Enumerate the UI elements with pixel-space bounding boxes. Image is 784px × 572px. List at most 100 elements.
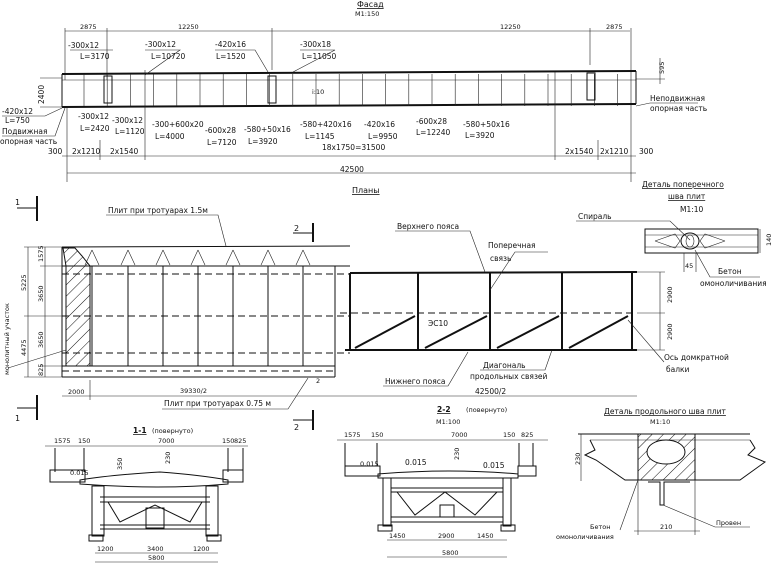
dim-2x1540-right: 2x1540 [565, 147, 594, 156]
plate-length: L=11050 [302, 52, 337, 61]
section-2-scale: М1:100 [436, 418, 460, 426]
dim-150: 150 [78, 437, 90, 445]
top-chord [61, 70, 637, 75]
dim-5800: 5800 [442, 549, 459, 557]
dim-825: 825 [234, 437, 246, 445]
channel-label: ЭС10 [428, 319, 448, 328]
plate-label: -420x16 [215, 40, 246, 49]
movable-bearing-label-2: опорная часть [0, 137, 57, 146]
dim-2900-top: 2900 [666, 286, 674, 303]
dim-7000: 7000 [158, 437, 175, 445]
dim-2900: 2900 [438, 532, 455, 540]
spiral-label: Спираль [578, 212, 612, 221]
facade-title: Фасад [357, 0, 384, 9]
dim-3650-bottom: 3650 [37, 331, 45, 348]
slope-label: 0.015 [483, 461, 505, 470]
plate-label: -420x16 [364, 120, 395, 129]
section-2-note: (повернуто) [466, 406, 507, 414]
plate-length: L=2420 [80, 124, 110, 133]
detail-longitudinal-joint: Деталь продольного шва плит М1:10 230 21… [556, 407, 767, 541]
section-mark-1-bottom: 1 [15, 414, 20, 423]
jack-axis-label-2: балки [666, 365, 690, 374]
plate-length: L=1145 [305, 132, 335, 141]
truss-diagonal [568, 315, 629, 349]
slab-rib [197, 249, 206, 266]
truss-members [349, 273, 633, 350]
dim-45: 45 [685, 262, 693, 270]
plan-title: Планы [352, 186, 380, 195]
dim-4475: 4475 [20, 339, 28, 356]
slab-bottom-label: Плит при тротуарах 0.75 м [164, 399, 271, 408]
diagonal-label: Диагональ [483, 361, 526, 370]
truss-diagonal [496, 315, 560, 349]
dim-2x1540-left: 2x1540 [110, 147, 139, 156]
dim-panels: 18x1750=31500 [322, 143, 385, 152]
plate-length: L=12240 [416, 128, 451, 137]
detail-longitudinal-scale: М1:10 [650, 418, 670, 426]
plate-label: -300x12 [68, 41, 99, 50]
fixed-bearing-label: Неподвижная [650, 94, 705, 103]
section-2-2: 2-2 (повернуто) М1:100 1575 150 7000 150… [337, 405, 548, 558]
slope-label: 0.015 [70, 469, 89, 477]
splice-right [586, 72, 596, 101]
plate-label: -300+600x20 [152, 120, 204, 129]
plan-view: Планы 1 1 2 2 Плит при тротуарах 1.5м 15… [3, 186, 729, 432]
slab-rib [302, 249, 311, 266]
dim-3400: 3400 [147, 545, 164, 553]
cross-brace-label-2: связь [490, 254, 511, 263]
wire-label: Провен [716, 519, 741, 527]
dim-total: 42500 [340, 165, 364, 174]
slab-rib [267, 249, 276, 266]
top-chord-plan [349, 271, 638, 274]
slab-rib [91, 249, 100, 266]
slab-rib [232, 249, 241, 266]
dim-2875-right: 2875 [606, 23, 623, 31]
plate-length: L=3920 [465, 131, 495, 140]
truss-diagonal [424, 315, 488, 349]
dim-42500-half: 42500/2 [475, 387, 506, 396]
truss-diagonal [354, 315, 416, 349]
dim-1450: 1450 [477, 532, 494, 540]
dim-7000: 7000 [451, 431, 468, 439]
plate-label: -300x12 [112, 116, 143, 125]
cross-brace-label: Поперечная [488, 241, 536, 250]
dim-12250-right: 12250 [500, 23, 521, 31]
dim-12250-left: 12250 [178, 23, 199, 31]
dim-150: 150 [371, 431, 383, 439]
dim-2x1210-left: 2x1210 [72, 147, 101, 156]
monolithic-zone-label: монолитный участок [3, 303, 11, 375]
detail-longitudinal-title: Деталь продольного шва плит [604, 407, 727, 416]
detail-transverse-title: Деталь поперечного [642, 180, 724, 189]
section-mark-1-top: 1 [15, 198, 20, 207]
plate-label: -420x12 [2, 107, 33, 116]
bottom-chord-label: Нижнего пояса [385, 377, 445, 386]
detail-transverse-title-2: шва плит [668, 192, 706, 201]
dim-2000: 2000 [68, 388, 85, 396]
plate-label: -580+420x16 [300, 120, 352, 129]
section-1-1: 1-1 (повернуто) 1575 150 7000 150 825 0.… [45, 426, 248, 563]
slab-rib [260, 249, 269, 266]
section-2-title: 2-2 [437, 405, 451, 414]
dim-1575: 1575 [344, 431, 361, 439]
slab-rib [120, 249, 129, 266]
dim-3650-top: 3650 [37, 285, 45, 302]
top-offset: 595 [658, 62, 666, 74]
section-1-title: 1-1 [133, 426, 147, 435]
dim-1200: 1200 [193, 545, 210, 553]
plate-length: L=7120 [207, 138, 237, 147]
dim-300-left: 300 [48, 147, 63, 156]
slab-rib [225, 249, 234, 266]
dim-1575: 1575 [37, 245, 45, 262]
section-mark-2-top: 2 [294, 224, 299, 233]
plate-label: -300x12 [78, 112, 109, 121]
concrete-label-2: омоноличивания [700, 279, 767, 288]
facade-scale: М1:150 [355, 10, 379, 18]
concrete-label-2: омоноличивания [556, 533, 614, 541]
dim-5225: 5225 [20, 274, 28, 291]
dim-300-right: 300 [639, 147, 654, 156]
section-1-note: (повернуто) [152, 427, 193, 435]
girder-height: 2400 [37, 85, 46, 104]
dim-150: 150 [503, 431, 515, 439]
plate-label: -600x28 [205, 126, 236, 135]
plate-length: L=10720 [151, 52, 186, 61]
